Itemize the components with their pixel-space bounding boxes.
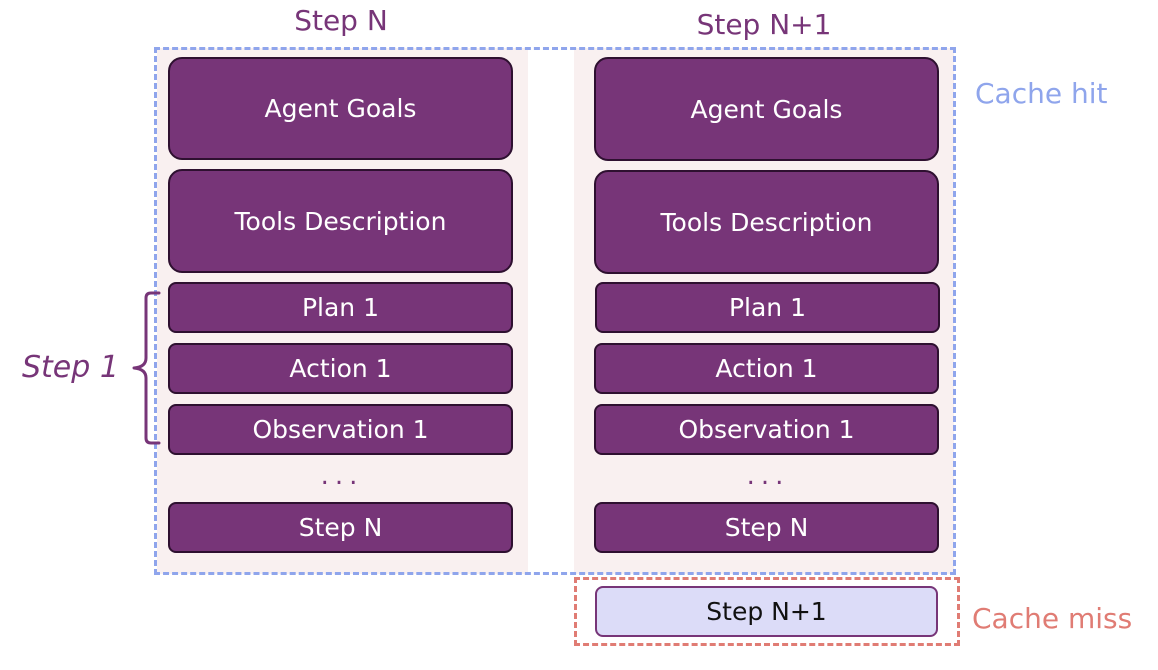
action-block: Action 1 xyxy=(594,343,939,394)
step-group-label: Step 1 xyxy=(22,350,119,385)
plan-block: Plan 1 xyxy=(595,282,940,333)
cache-hit-region xyxy=(154,47,956,575)
column-title-step-n1: Step N+1 xyxy=(696,8,832,41)
observation-block: Observation 1 xyxy=(168,404,513,455)
column-title-step-n: Step N xyxy=(294,4,388,37)
step-n-block: Step N xyxy=(168,502,513,553)
cache-miss-region xyxy=(574,577,960,646)
cache-hit-label: Cache hit xyxy=(975,77,1108,110)
step-group-brace xyxy=(132,291,161,445)
action-block: Action 1 xyxy=(168,343,513,394)
observation-block: Observation 1 xyxy=(594,404,939,455)
cache-miss-label: Cache miss xyxy=(972,602,1133,635)
tools-description-block: Tools Description xyxy=(594,170,939,274)
agent-goals-block: Agent Goals xyxy=(594,57,939,161)
agent-goals-block: Agent Goals xyxy=(168,57,513,160)
ellipsis: ... xyxy=(320,461,364,491)
step-n-block: Step N xyxy=(594,502,939,553)
plan-block: Plan 1 xyxy=(168,282,513,333)
tools-description-block: Tools Description xyxy=(168,169,513,273)
new-step-block: Step N+1 xyxy=(595,586,938,637)
ellipsis: ... xyxy=(746,461,790,491)
